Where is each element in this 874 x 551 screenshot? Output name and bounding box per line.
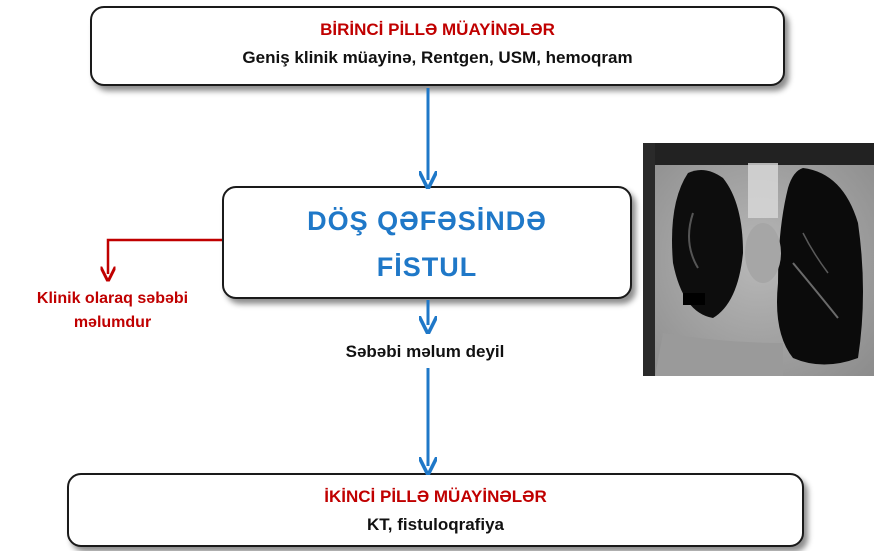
fistula-title-line1: DÖŞ QƏFƏSİNDƏ xyxy=(307,206,547,236)
arrow-mid-to-known xyxy=(108,238,222,274)
known-cause-line2: məlumdur xyxy=(73,314,152,331)
second-stage-subtitle: KT, fistuloqrafiya xyxy=(367,515,504,534)
known-cause-line1: Klinik olaraq səbəbi xyxy=(36,290,189,307)
known-cause-label: Klinik olaraq səbəbi məlumdur xyxy=(0,287,225,335)
ct-scan-image xyxy=(643,143,874,376)
first-stage-box: BİRİNCİ PİLLƏ MÜAYİNƏLƏR Geniş klinik mü… xyxy=(90,6,785,86)
fistula-box: DÖŞ QƏFƏSİNDƏ FİSTUL xyxy=(222,186,632,299)
first-stage-title: BİRİNCİ PİLLƏ MÜAYİNƏLƏR xyxy=(320,20,555,39)
second-stage-title: İKİNCİ PİLLƏ MÜAYİNƏLƏR xyxy=(324,487,547,506)
unknown-cause-label: Səbəbi məlum deyil xyxy=(345,342,505,361)
fistula-title-line2: FİSTUL xyxy=(376,252,478,282)
first-stage-subtitle: Geniş klinik müayinə, Rentgen, USM, hemo… xyxy=(242,48,633,67)
second-stage-box: İKİNCİ PİLLƏ MÜAYİNƏLƏR KT, fistuloqrafi… xyxy=(67,473,804,547)
